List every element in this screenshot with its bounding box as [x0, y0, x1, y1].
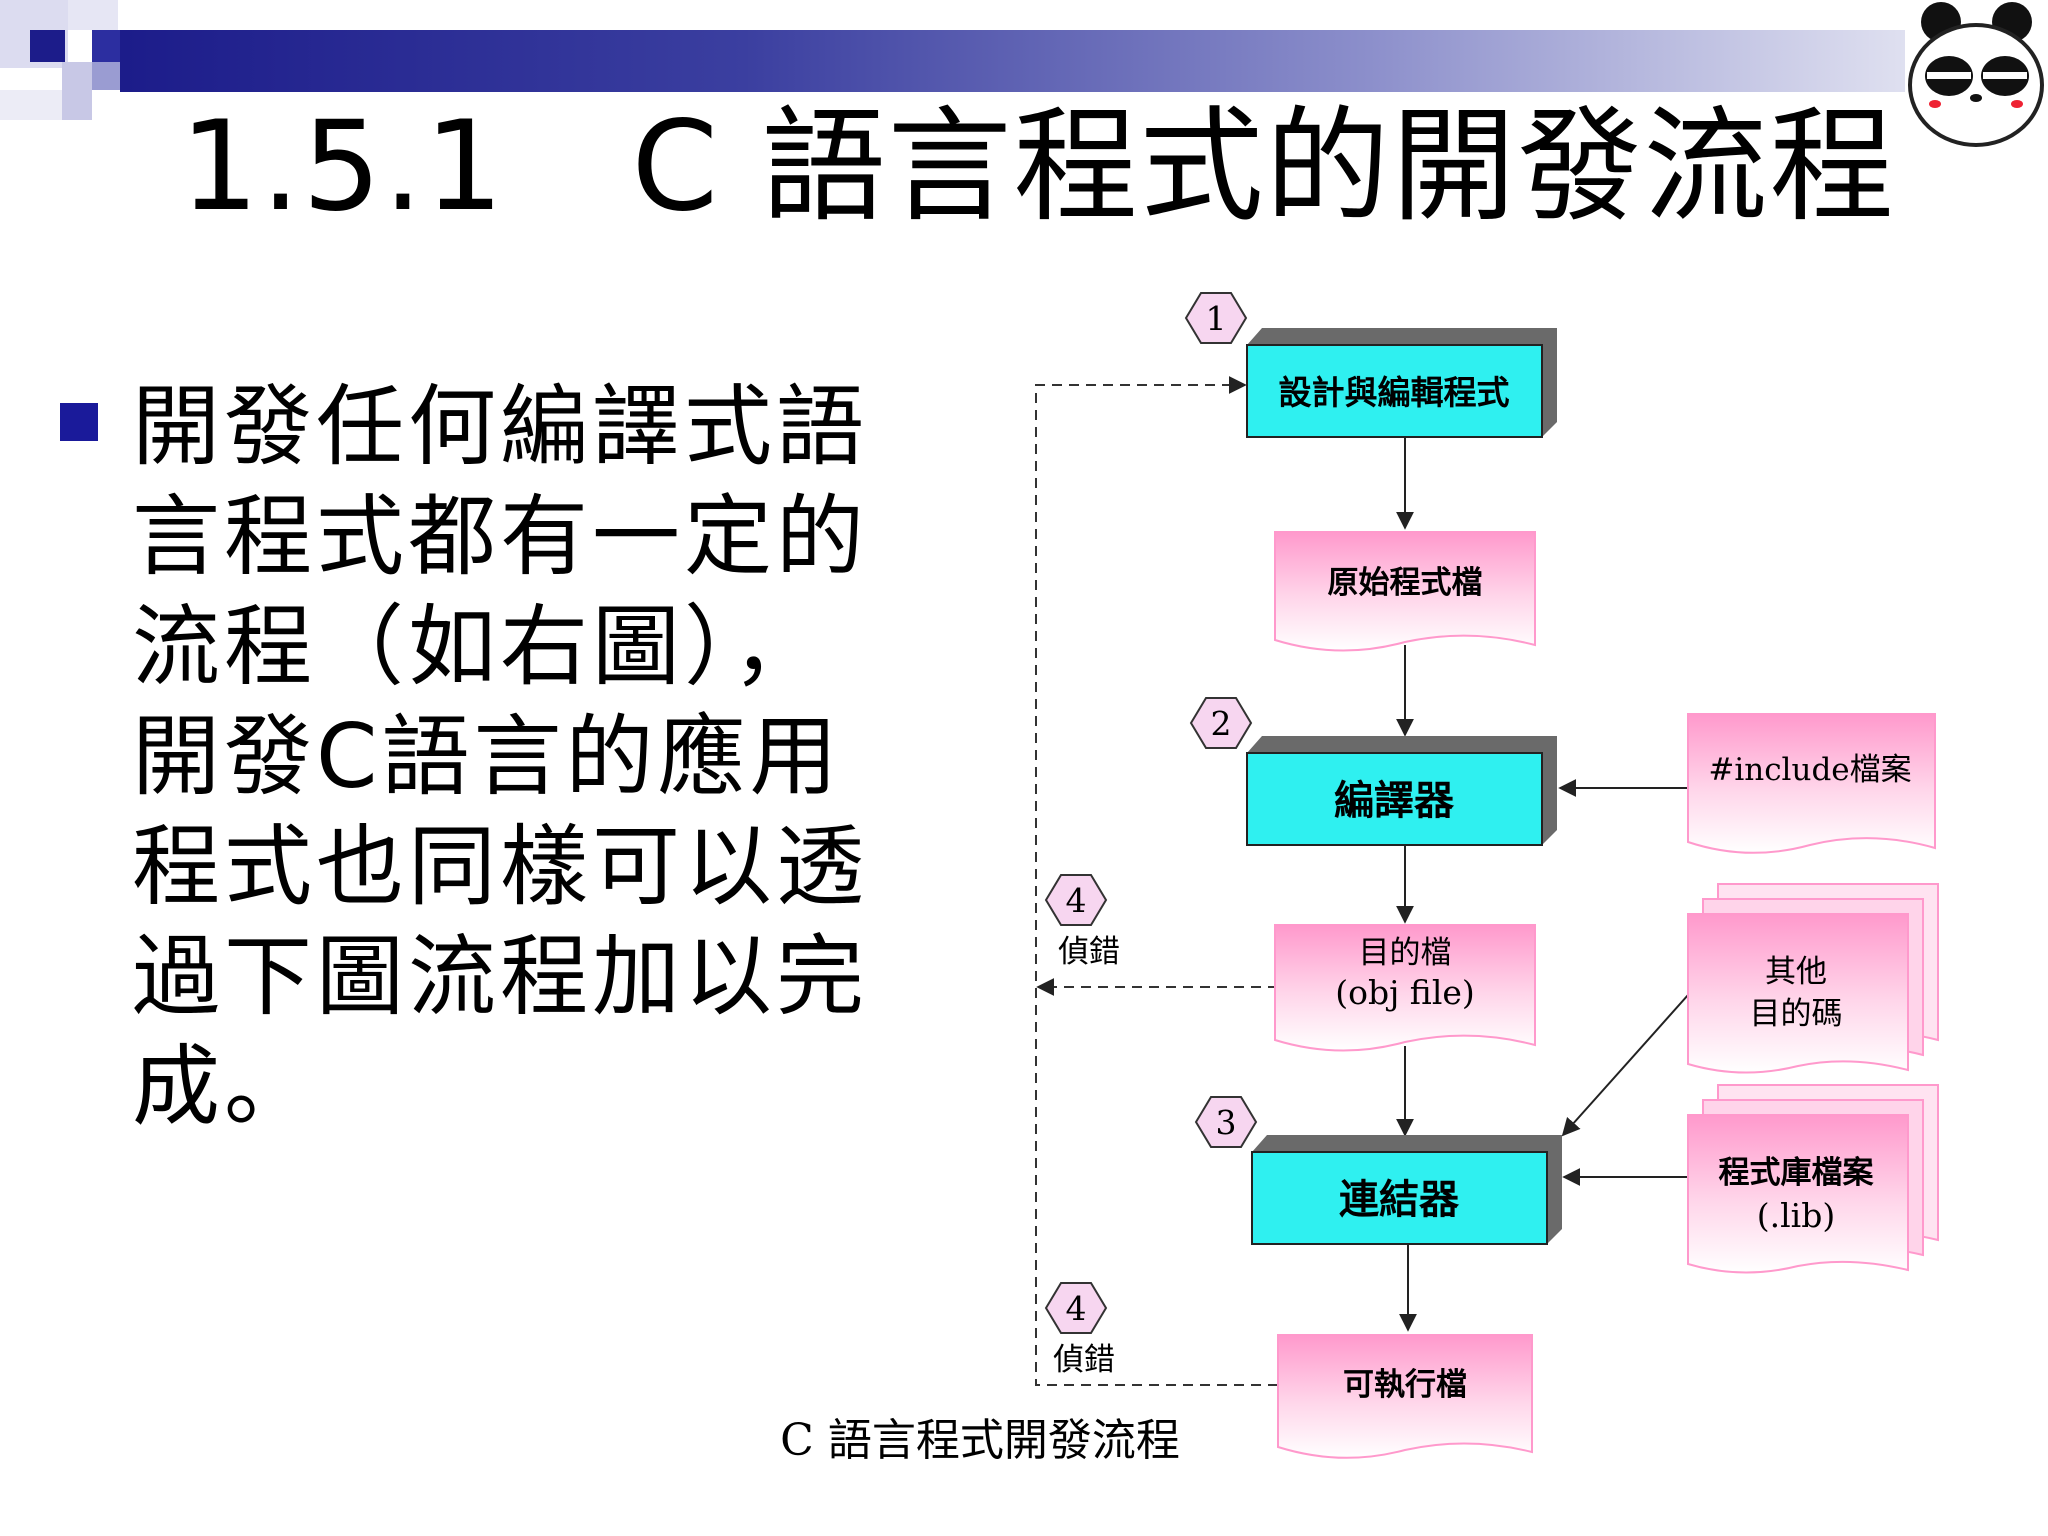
diamond-badge-icon: 3	[1194, 1096, 1258, 1148]
step-label: 編譯器	[1334, 777, 1455, 824]
svg-text:2: 2	[1211, 704, 1232, 743]
title-band	[120, 30, 1905, 92]
other-object-stack: 其他 目的碼	[1687, 883, 1939, 1074]
panda-logo-icon	[1908, 2, 2044, 147]
svg-text:原始程式檔: 原始程式檔	[1328, 565, 1483, 601]
bullet-marker	[60, 403, 98, 441]
diamond-badge-icon: 4	[1044, 874, 1108, 926]
svg-text:其他: 其他	[1765, 954, 1827, 990]
svg-text:目的碼: 目的碼	[1750, 996, 1843, 1032]
object-file-shape: 目的檔 (obj file)	[1274, 924, 1536, 1052]
source-file-shape: 原始程式檔	[1274, 531, 1536, 652]
svg-text:(.lib): (.lib)	[1757, 1196, 1835, 1235]
svg-text:可執行檔: 可執行檔	[1343, 1367, 1467, 1403]
svg-text:3: 3	[1216, 1103, 1237, 1142]
page-title: 1.5.1 C 語言程式的開發流程	[180, 95, 1896, 239]
debug-label: 偵錯	[1058, 934, 1120, 970]
include-file-shape: #include檔案	[1687, 713, 1936, 854]
bullet-text: 開發任何編譯式語言程式都有一定的流程（如右圖），開發C語言的應用程式也同樣可以透…	[132, 375, 869, 1138]
svg-text:程式庫檔案: 程式庫檔案	[1719, 1155, 1875, 1191]
step-box-compiler: 編譯器	[1246, 736, 1557, 846]
step-box-design: 設計與編輯程式	[1246, 328, 1557, 438]
library-file-stack: 程式庫檔案 (.lib)	[1687, 1084, 1939, 1274]
svg-text:4: 4	[1066, 1289, 1087, 1328]
svg-text:(obj file): (obj file)	[1335, 973, 1475, 1012]
executable-file-shape: 可執行檔	[1277, 1334, 1533, 1459]
svg-text:1: 1	[1206, 299, 1227, 338]
step-label: 設計與編輯程式	[1279, 373, 1510, 412]
figure-caption: C 語言程式開發流程	[780, 1415, 1180, 1466]
step-box-linker: 連結器	[1251, 1135, 1562, 1245]
diamond-badge-icon: 1	[1184, 292, 1248, 344]
diamond-badge-icon: 4	[1044, 1282, 1108, 1334]
debug-label: 偵錯	[1053, 1342, 1115, 1378]
diamond-badge-icon: 2	[1189, 697, 1253, 749]
svg-text:4: 4	[1066, 881, 1087, 920]
other-object-arrow	[1561, 994, 1689, 1137]
step-label: 連結器	[1339, 1176, 1460, 1223]
debug-feedback-line	[1035, 376, 1278, 1386]
svg-text:#include檔案: #include檔案	[1708, 752, 1911, 788]
svg-text:目的檔: 目的檔	[1359, 935, 1452, 971]
